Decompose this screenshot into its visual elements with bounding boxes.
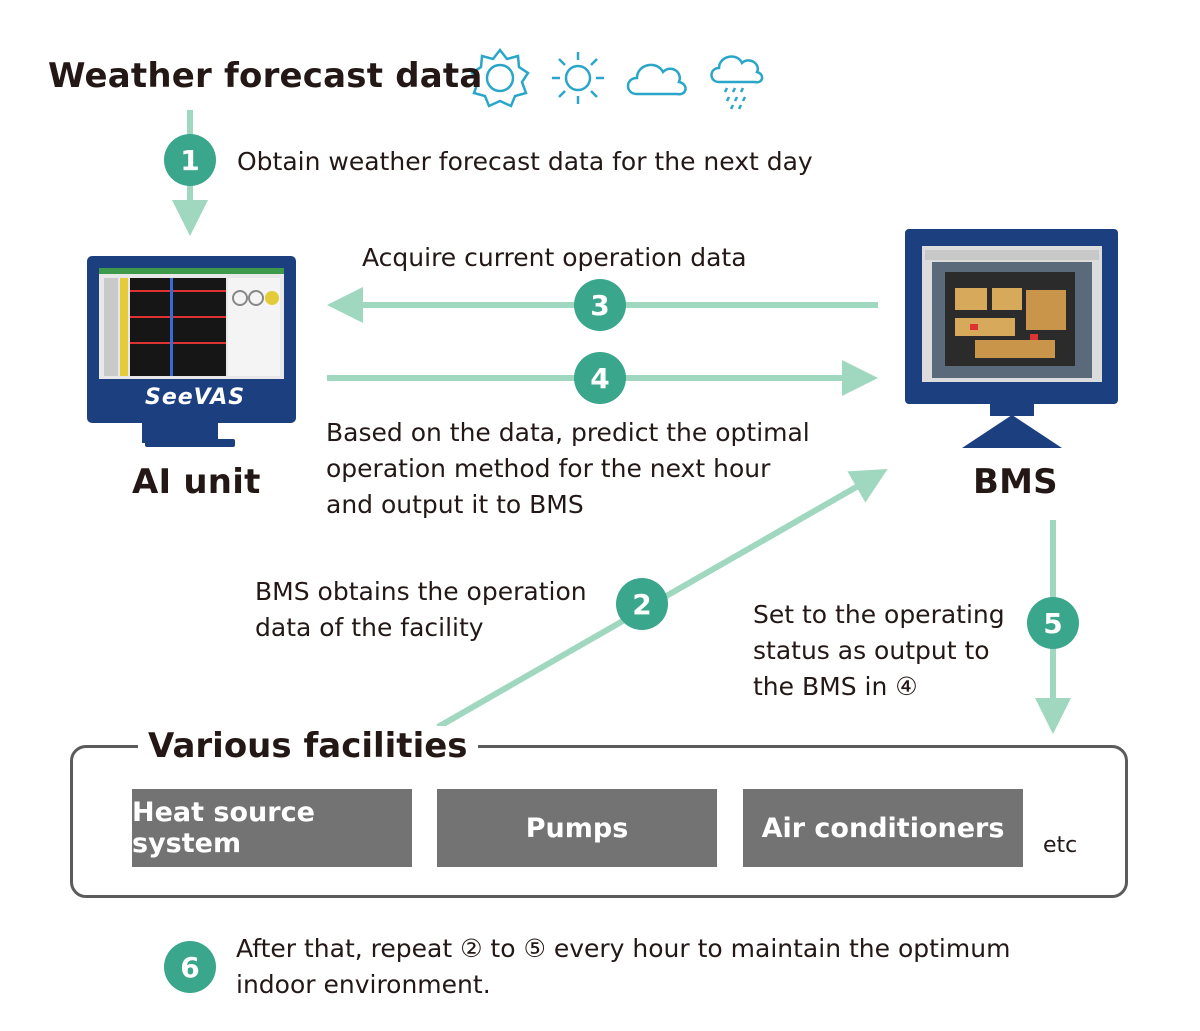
step-2-line1: BMS obtains the operation [255, 577, 587, 606]
step-6-badge: 6 [164, 941, 216, 993]
seevas-logo: SeeVAS [145, 385, 246, 410]
facility-pumps: Pumps [437, 789, 717, 867]
facilities-box [70, 745, 1128, 898]
step-6-line2: indoor environment. [236, 970, 491, 999]
step-1-text: Obtain weather forecast data for the nex… [237, 147, 813, 176]
step-4-badge: 4 [574, 352, 626, 404]
rain-icon [710, 55, 764, 110]
cloud-icon [626, 63, 687, 96]
step-4-line1: Based on the data, predict the optimal [326, 418, 810, 447]
facility-heat-source: Heat source system [132, 789, 412, 867]
facilities-etc: etc [1043, 833, 1078, 858]
step-4-line3: and output it to BMS [326, 490, 584, 519]
step-2-badge: 2 [616, 578, 668, 630]
step-5-line2: status as output to [753, 636, 990, 665]
step-5-text: Set to the operating status as output to… [753, 597, 1005, 705]
step-3-text: Acquire current operation data [362, 243, 747, 272]
step-6-text: After that, repeat ② to ⑤ every hour to … [236, 931, 1010, 1003]
step-4-line2: operation method for the next hour [326, 454, 771, 483]
step-3-badge: 3 [574, 279, 626, 331]
step-2-line2: data of the facility [255, 613, 484, 642]
step-1-badge: 1 [164, 134, 216, 186]
ai-unit-label: AI unit [132, 462, 261, 502]
step-6-line1: After that, repeat ② to ⑤ every hour to … [236, 934, 1011, 963]
sun-icon [470, 47, 530, 108]
bms-label: BMS [973, 462, 1058, 502]
step-5-line3: the BMS in ④ [753, 672, 918, 701]
weather-forecast-title: Weather forecast data [48, 56, 483, 96]
bms-monitor-icon [905, 229, 1118, 448]
step-2-text: BMS obtains the operation data of the fa… [255, 574, 587, 646]
sun-icon [552, 52, 604, 104]
facility-air-conditioners: Air conditioners [743, 789, 1023, 867]
step-5-line1: Set to the operating [753, 600, 1005, 629]
ai-unit-monitor-icon [87, 256, 296, 447]
facilities-title: Various facilities [138, 726, 478, 766]
step-5-badge: 5 [1027, 597, 1079, 649]
step-4-text: Based on the data, predict the optimal o… [326, 415, 810, 523]
